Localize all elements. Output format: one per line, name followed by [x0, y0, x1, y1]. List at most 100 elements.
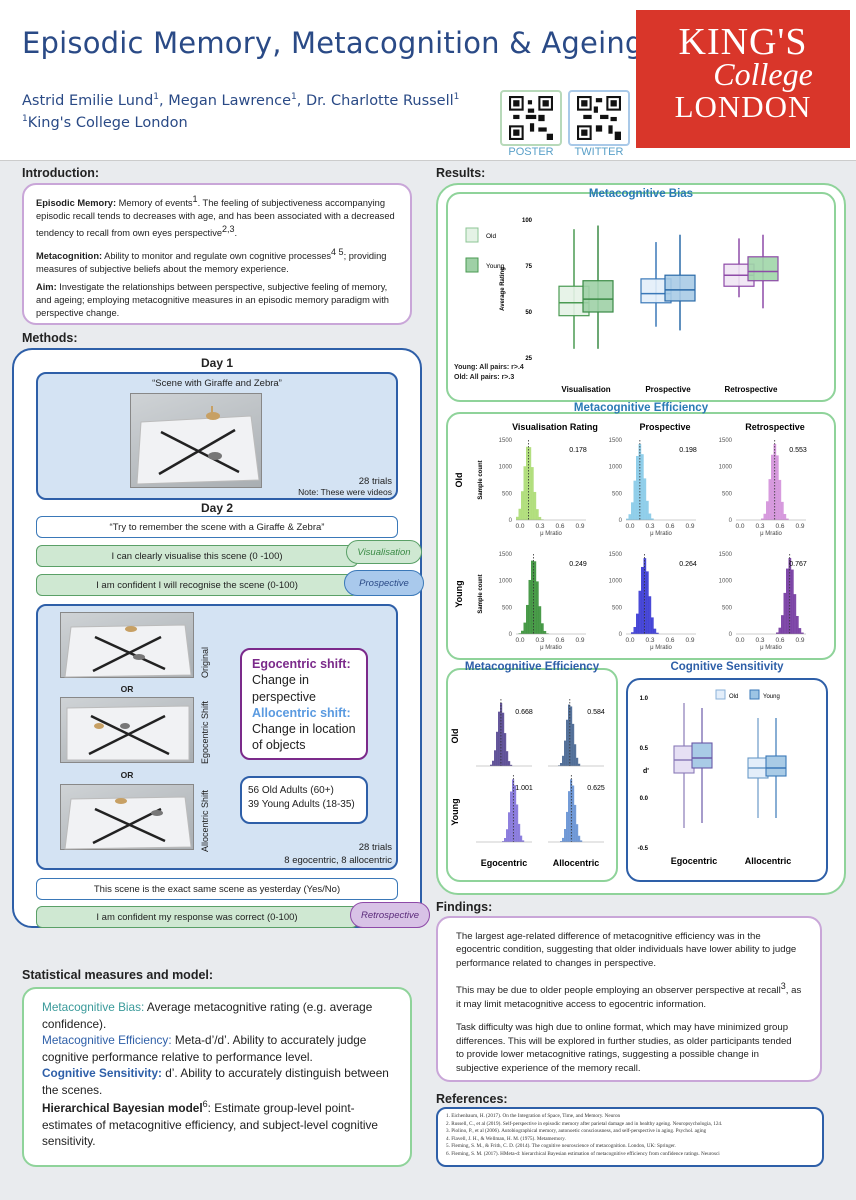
efficiency-xlabel: μ Mratio [760, 645, 782, 651]
efficiency-ytick: 500 [722, 491, 733, 497]
efficiency-shift-hist-bar [576, 757, 579, 766]
day1-heading: Day 1 [200, 356, 234, 370]
efficiency-shift-hist-bar [514, 785, 517, 842]
qr-twitter[interactable]: TWITTER [568, 90, 630, 158]
efficiency-column-title: Prospective [639, 422, 690, 432]
qr-code-icon [568, 90, 630, 146]
efficiency-xtick: 0.6 [555, 523, 564, 530]
scene-photo-day1 [130, 393, 262, 488]
efficiency-xtick: 0.9 [795, 637, 804, 644]
efficiency-value-label: 0.198 [679, 447, 697, 454]
efficiency-hist-bar [638, 590, 642, 634]
efficiency-shift-hist-bar [572, 785, 575, 842]
efficiency-hist-bar [636, 613, 639, 634]
bias-ylabel: Average Rating [500, 267, 506, 311]
efficiency-hist-bar [518, 508, 522, 520]
efficiency-hist-bar [523, 622, 527, 634]
efficiency-shift-hist-bar [570, 706, 573, 766]
efficiency-hist-bar [628, 514, 632, 520]
day1-trials: 28 trials [358, 476, 392, 487]
prospective-question: I am confident I will recognise the scen… [36, 574, 358, 596]
efficiency-xtick: 0.0 [735, 523, 744, 530]
efficiency-shift-row-label: Young [450, 798, 460, 825]
efficiency-shift-value-label: 1.001 [515, 785, 533, 792]
efficiency-xtick: 0.3 [755, 523, 764, 530]
findings-p3: Task difficulty was high due to online f… [456, 1022, 792, 1074]
efficiency-xtick: 0.0 [515, 523, 524, 530]
sensitivity-legend-label: Old [729, 694, 738, 700]
efficiency-hist-bar [528, 447, 532, 520]
efficiency-hist-bar [648, 596, 652, 634]
efficiency-hist-bar [516, 516, 519, 520]
qr-twitter-label: TWITTER [574, 146, 624, 158]
efficiency-xtick: 0.3 [535, 523, 544, 530]
sensitivity-category-label: Allocentric [745, 856, 792, 866]
efficiency-hist-bar [643, 478, 647, 520]
statistical-box: Metacognitive Bias: Average metacognitiv… [22, 987, 412, 1167]
efficiency-shift-hist-bar [568, 704, 571, 766]
efficiency-ytick: 0 [729, 632, 733, 638]
efficiency-hist-bar [801, 632, 804, 634]
efficiency-hist-bar [766, 501, 769, 520]
efficiency-xtick: 0.9 [575, 637, 584, 644]
participants-box: 56 Old Adults (60+) 39 Young Adults (18-… [240, 776, 368, 824]
efficiency-shift-hist-bar [564, 740, 567, 766]
efficiency-shift-hist-bar [506, 829, 509, 842]
efficiency-xtick: 0.6 [665, 523, 674, 530]
sensitivity-ylabel: d' [643, 768, 649, 775]
efficiency-ytick: 1500 [609, 552, 623, 558]
same-scene-question: This scene is the exact same scene as ye… [36, 878, 398, 900]
efficiency-hist-bar [796, 615, 799, 634]
efficiency-hist-bar [651, 617, 654, 634]
efficiency-hist-bar [538, 606, 542, 634]
efficiency-shift-hist-bar [574, 744, 577, 766]
bias-legend-swatch [465, 227, 479, 243]
efficiency-hist-bar [793, 594, 797, 634]
bias-chart: Average Rating100755025OldYoungVisualisa… [465, 218, 779, 394]
sensitivity-ytick: -0.5 [638, 846, 649, 852]
side-label-original: Original [200, 646, 210, 678]
efficiency-shift-hist-bar [506, 751, 509, 766]
efficiency-shift-hist-bar [562, 755, 565, 766]
efficiency-ytick: 1000 [499, 465, 513, 471]
bias-note-young: Young: All pairs: r>.4 [454, 364, 524, 371]
efficiency-hist-bar [538, 516, 542, 520]
efficiency-xtick: 0.6 [665, 637, 674, 644]
efficiency-shift-hist-bar [560, 841, 563, 842]
author-2: Megan Lawrence [168, 92, 292, 109]
efficiency-ytick: 1500 [609, 438, 623, 444]
efficiency-shift-hist-bar [502, 712, 505, 766]
efficiency-xtick: 0.0 [735, 637, 744, 644]
efficiency-xtick: 0.9 [685, 523, 694, 530]
reference-item: 5. Fleming, S. M., & Frith, C. D. (2014)… [446, 1143, 676, 1150]
efficiency-xtick: 0.3 [645, 637, 654, 644]
sensitivity-legend-swatch [749, 689, 760, 700]
efficiency-shift-hist-bar [576, 824, 579, 842]
retrospective-question: I am confident my response was correct (… [36, 906, 358, 928]
efficiency-xtick: 0.6 [775, 523, 784, 530]
efficiency-shift-hist-bar [504, 733, 507, 766]
efficiency-shift-value-label: 0.625 [587, 785, 605, 792]
efficiency-hist-bar [781, 501, 784, 520]
efficiency-xtick: 0.9 [795, 523, 804, 530]
efficiency-hist-bar [776, 632, 779, 634]
efficiency-hist-bar [631, 632, 634, 634]
efficiency-hist-bar [541, 623, 544, 634]
sensitivity-box [765, 755, 787, 777]
efficiency-shift-hist-bar [580, 840, 583, 842]
qr-poster[interactable]: POSTER [500, 90, 562, 158]
efficiency-shift-hist-bar [566, 811, 569, 842]
section-introduction: Introduction: [22, 166, 100, 180]
scene-photo-original [60, 612, 194, 678]
findings-p2: This may be due to older people employin… [456, 981, 802, 1010]
day2-heading: Day 2 [200, 501, 234, 515]
reference-item: 2. Russell, C., et al (2019). Self-persp… [446, 1120, 723, 1127]
efficiency-hist-bar [636, 455, 639, 520]
bias-category-label: Prospective [645, 385, 691, 394]
efficiency-shift-column-label: Allocentric [553, 858, 600, 868]
findings-box: The largest age-related difference of me… [436, 916, 822, 1082]
efficiency-hist-bar [783, 592, 787, 634]
efficiency-shift-value-label: 0.584 [587, 709, 605, 716]
efficiency-hist-bar [541, 519, 544, 520]
efficiency-shift-value-label: 0.668 [515, 709, 533, 716]
